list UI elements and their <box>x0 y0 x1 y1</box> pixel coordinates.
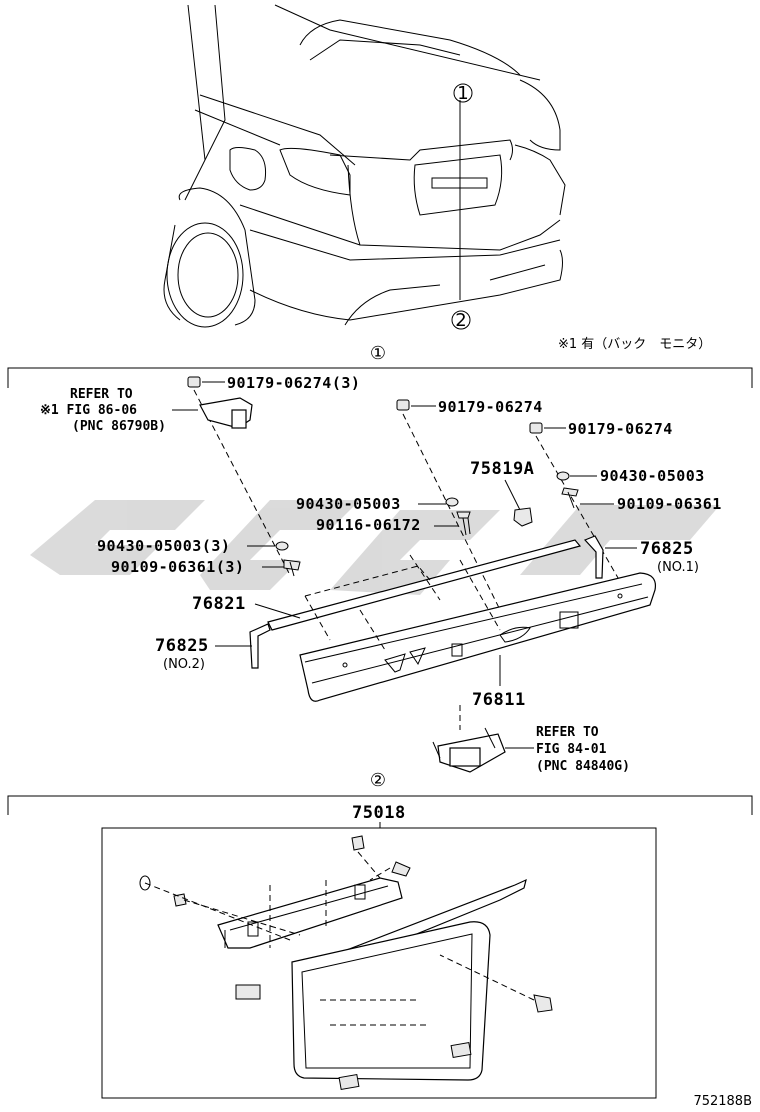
label-90430-05003-3: 90430-05003(3) <box>97 537 230 555</box>
label-76825-no2: 76825 <box>155 636 209 656</box>
section-1-marker: ① <box>370 343 386 364</box>
bolt-90116-06172: 90116-06172 <box>316 511 471 536</box>
bolt-90109-06361-right: 90109-06361 <box>561 487 722 513</box>
license-lamp-ref: REFER TO FIG 84-01 (PNC 84840G) <box>432 705 630 774</box>
vehicle-callout-1: 1 <box>453 83 473 104</box>
section-2-marker: ② <box>370 770 386 791</box>
moulding-76821: 76821 <box>192 539 582 631</box>
section-1-bracket <box>7 367 753 388</box>
label-90116-06172: 90116-06172 <box>316 516 421 534</box>
washer-90430-05003-right: 90430-05003 <box>556 467 705 485</box>
callout-2-text: 2 <box>455 310 466 331</box>
washer-90430-05003-center: 90430-05003 <box>296 495 459 513</box>
label-90179-06274-center: 90179-06274 <box>438 398 543 416</box>
label-90179-06274-3: 90179-06274(3) <box>227 374 360 392</box>
watermark <box>30 500 720 595</box>
label-76825-no1-sub: (NO.1) <box>657 560 699 575</box>
label-76825-no2-sub: (NO.2) <box>163 657 205 672</box>
vehicle-callout-2: 2 <box>451 310 471 331</box>
footnote-back-monitor: ※1 有（バック モニタ） <box>558 337 711 352</box>
footer-figure-code: 752188B <box>693 1094 752 1109</box>
seal-76825-no2: 76825 (NO.2) <box>155 623 271 672</box>
callout-1-text: 1 <box>457 83 468 104</box>
refer2-line3: (PNC 84840G) <box>536 759 630 774</box>
label-76821: 76821 <box>192 594 246 614</box>
nut-90179-06274-center: 90179-06274 <box>396 398 543 631</box>
section-2-bracket <box>7 795 753 815</box>
vehicle-rear-view <box>163 4 566 328</box>
label-76811: 76811 <box>472 690 526 710</box>
label-90109-06361-3: 90109-06361(3) <box>111 558 244 576</box>
back-monitor-camera-ref: REFER TO ※1 FIG 86-06 (PNC 86790B) <box>40 387 253 434</box>
label-90430-05003-right: 90430-05003 <box>600 467 705 485</box>
label-90109-06361-right: 90109-06361 <box>617 495 722 513</box>
nut-90179-06274-right: 90179-06274 <box>529 420 673 591</box>
bolt-90109-06361-3: 90109-06361(3) <box>111 558 301 577</box>
refer1-line1: REFER TO <box>70 387 133 402</box>
refer1-line2: ※1 FIG 86-06 <box>40 403 137 418</box>
refer2-line1: REFER TO <box>536 725 599 740</box>
assembly-75018-frame <box>101 827 657 1099</box>
label-75018: 75018 <box>352 803 406 823</box>
label-76825-no1: 76825 <box>640 539 694 559</box>
refer2-line2: FIG 84-01 <box>536 742 607 757</box>
garnish-76811: 76811 <box>299 572 657 710</box>
license-plate-bracket-assembly <box>139 835 553 1091</box>
refer1-line3: (PNC 86790B) <box>72 419 166 434</box>
washer-90430-05003-3: 90430-05003(3) <box>97 537 289 555</box>
label-75819A: 75819A <box>470 459 534 479</box>
seal-76825-no1: 76825 (NO.1) <box>583 535 699 579</box>
label-90430-05003-center: 90430-05003 <box>296 495 401 513</box>
label-90179-06274-right: 90179-06274 <box>568 420 673 438</box>
clip-75819A: 75819A <box>470 459 534 527</box>
guide-dashed <box>304 554 501 651</box>
